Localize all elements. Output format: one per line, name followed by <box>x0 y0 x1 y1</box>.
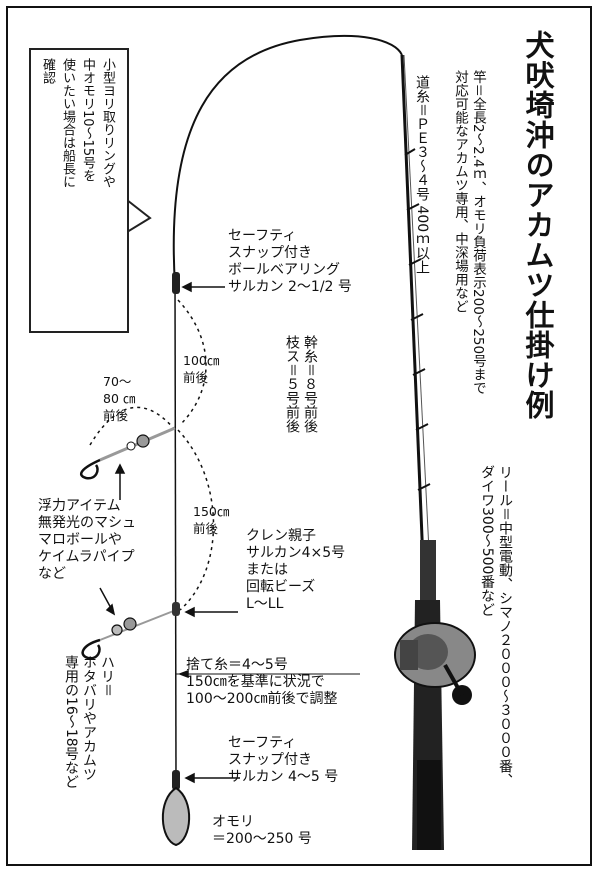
callout-box <box>29 48 129 333</box>
callout-text: 小型ヨリ取りリングや中オモリ10～15号を使いたい場合は船長に確認 <box>40 58 115 188</box>
reel-spec: リール＝中型電動、シマノ２０００～３０００番、ダイワ300～500番など <box>479 465 513 787</box>
lower-hook <box>81 638 101 660</box>
sinker-label: オモリ＝200～250 号 <box>212 814 312 847</box>
diagram-frame <box>6 6 592 866</box>
main-line-spec: 道糸＝ＰＥ３～４号 400ｍ以上 <box>414 75 430 275</box>
electric-reel <box>394 622 476 705</box>
hook-spec: ハリ＝ホタバリやアカムツ専用の16～18号など <box>63 655 115 789</box>
page-title: 犬吠埼沖のアカムツ仕掛け例 <box>521 30 555 420</box>
rod-spec: 竿＝全長2～2.4ｍ、オモリ負荷表示200～250号まで対応可能なアカムツ専用、… <box>452 70 486 395</box>
snap-top-label: セーフティスナップ付きボールベアリングサルカン 2～1/2 号 <box>228 228 352 295</box>
upper-hook <box>80 458 101 480</box>
sinker <box>161 786 191 847</box>
float-item-label: 浮力アイテム無発光のマシュマロボールやケイムラパイプなど <box>38 498 136 582</box>
trunk-line <box>174 284 177 781</box>
main-line <box>172 34 403 286</box>
snap-bottom-label: セーフティスナップ付きサルカン 4～5 号 <box>228 735 339 785</box>
trunk-spec: 幹糸＝８号前後枝ス＝５号前後 <box>284 335 318 433</box>
